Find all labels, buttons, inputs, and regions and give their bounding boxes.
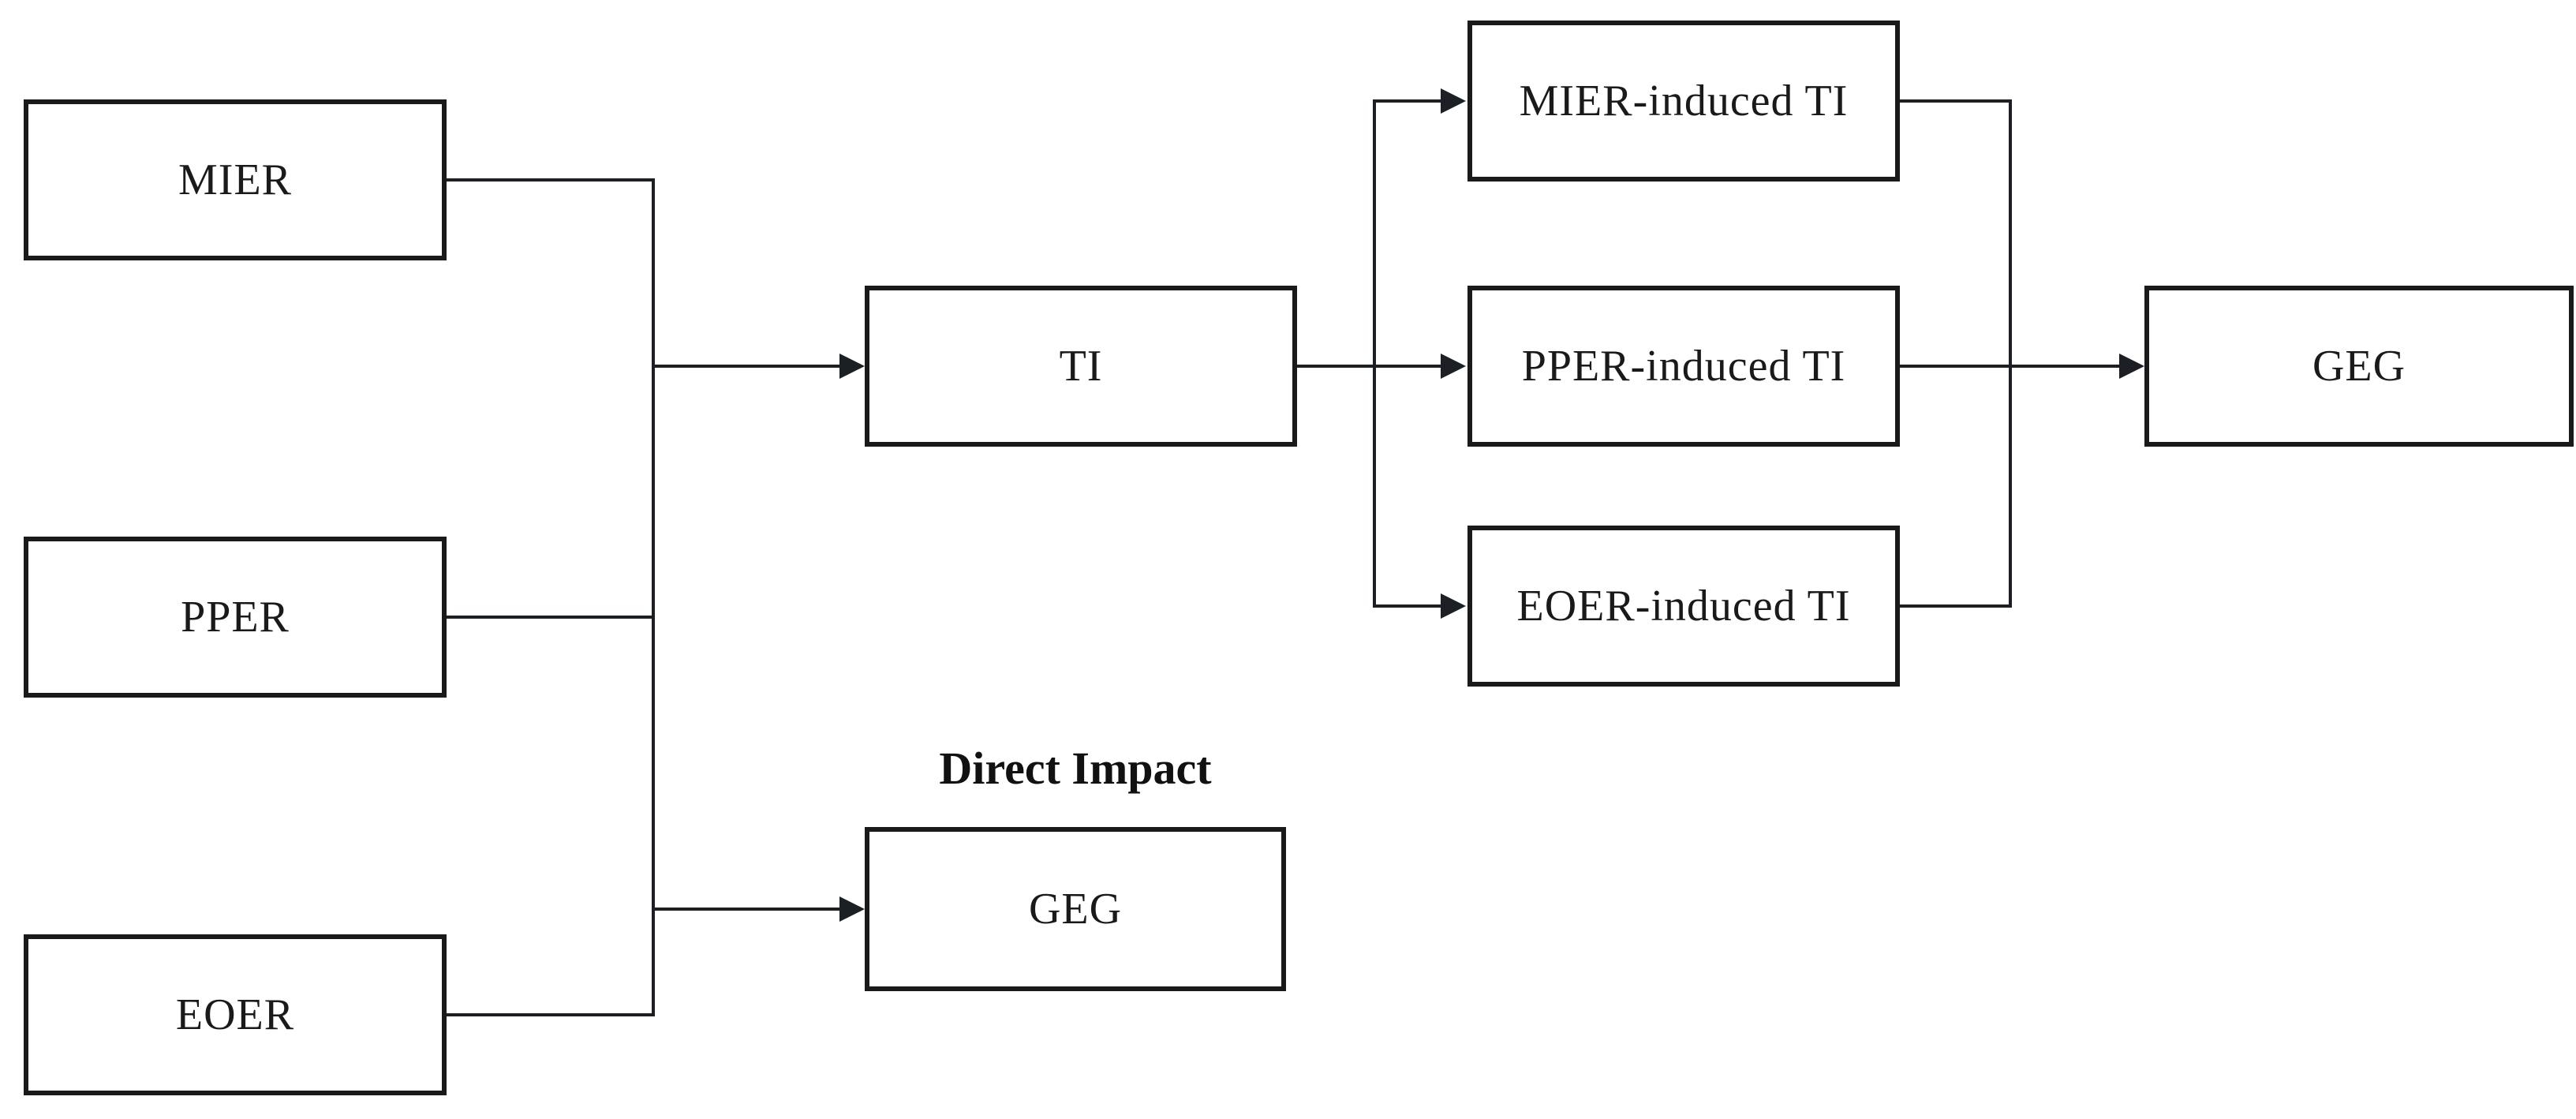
connector-eoer-induced-to-bus xyxy=(1900,604,2012,608)
connector-branch-to-mier-induced xyxy=(1373,99,1444,103)
arrowhead-into-geg-direct-icon xyxy=(839,896,865,922)
node-pper-induced-ti-label: PPER-induced TI xyxy=(1521,342,1846,391)
node-geg-indirect-label: GEG xyxy=(2312,342,2406,391)
connector-trunk-to-ti xyxy=(652,365,843,368)
connector-trunk-to-geg-direct xyxy=(652,908,843,911)
node-mier-induced-ti-label: MIER-induced TI xyxy=(1519,77,1849,125)
node-eoer: EOER xyxy=(24,934,447,1095)
connector-ti-to-branch xyxy=(1297,365,1376,368)
node-ti: TI xyxy=(865,286,1297,447)
connector-mier-induced-to-bus xyxy=(1900,99,2012,103)
connector-left-trunk xyxy=(652,178,655,1016)
connector-bus-to-geg-indirect xyxy=(1900,365,2122,368)
node-mier: MIER xyxy=(24,99,447,260)
arrowhead-into-ti-icon xyxy=(839,354,865,379)
node-eoer-induced-ti-label: EOER-induced TI xyxy=(1516,582,1851,631)
arrowhead-into-geg-indirect-icon xyxy=(2119,354,2144,379)
connector-branch-to-eoer-induced xyxy=(1373,604,1444,608)
node-geg-indirect: GEG xyxy=(2144,286,2574,447)
node-pper: PPER xyxy=(24,537,447,698)
node-eoer-induced-ti: EOER-induced TI xyxy=(1467,526,1900,687)
arrowhead-into-mier-induced-icon xyxy=(1441,88,1466,114)
connector-eoer-to-trunk xyxy=(447,1013,653,1016)
node-ti-label: TI xyxy=(1059,342,1103,391)
connector-branch-to-pper-induced xyxy=(1373,365,1444,368)
node-mier-induced-ti: MIER-induced TI xyxy=(1467,21,1900,182)
node-pper-label: PPER xyxy=(181,593,290,642)
arrowhead-into-pper-induced-icon xyxy=(1441,354,1466,379)
node-geg-direct-label: GEG xyxy=(1028,885,1123,934)
direct-impact-label: Direct Impact xyxy=(939,743,1212,794)
connector-pper-to-trunk xyxy=(447,616,653,619)
node-geg-direct: GEG xyxy=(865,827,1286,991)
connector-right-bus xyxy=(2009,99,2012,608)
connector-mier-to-trunk xyxy=(447,178,653,182)
node-pper-induced-ti: PPER-induced TI xyxy=(1467,286,1900,447)
arrowhead-into-eoer-induced-icon xyxy=(1441,593,1466,619)
node-eoer-label: EOER xyxy=(175,990,295,1039)
connector-branch-vertical xyxy=(1373,99,1376,608)
node-mier-label: MIER xyxy=(178,155,292,204)
